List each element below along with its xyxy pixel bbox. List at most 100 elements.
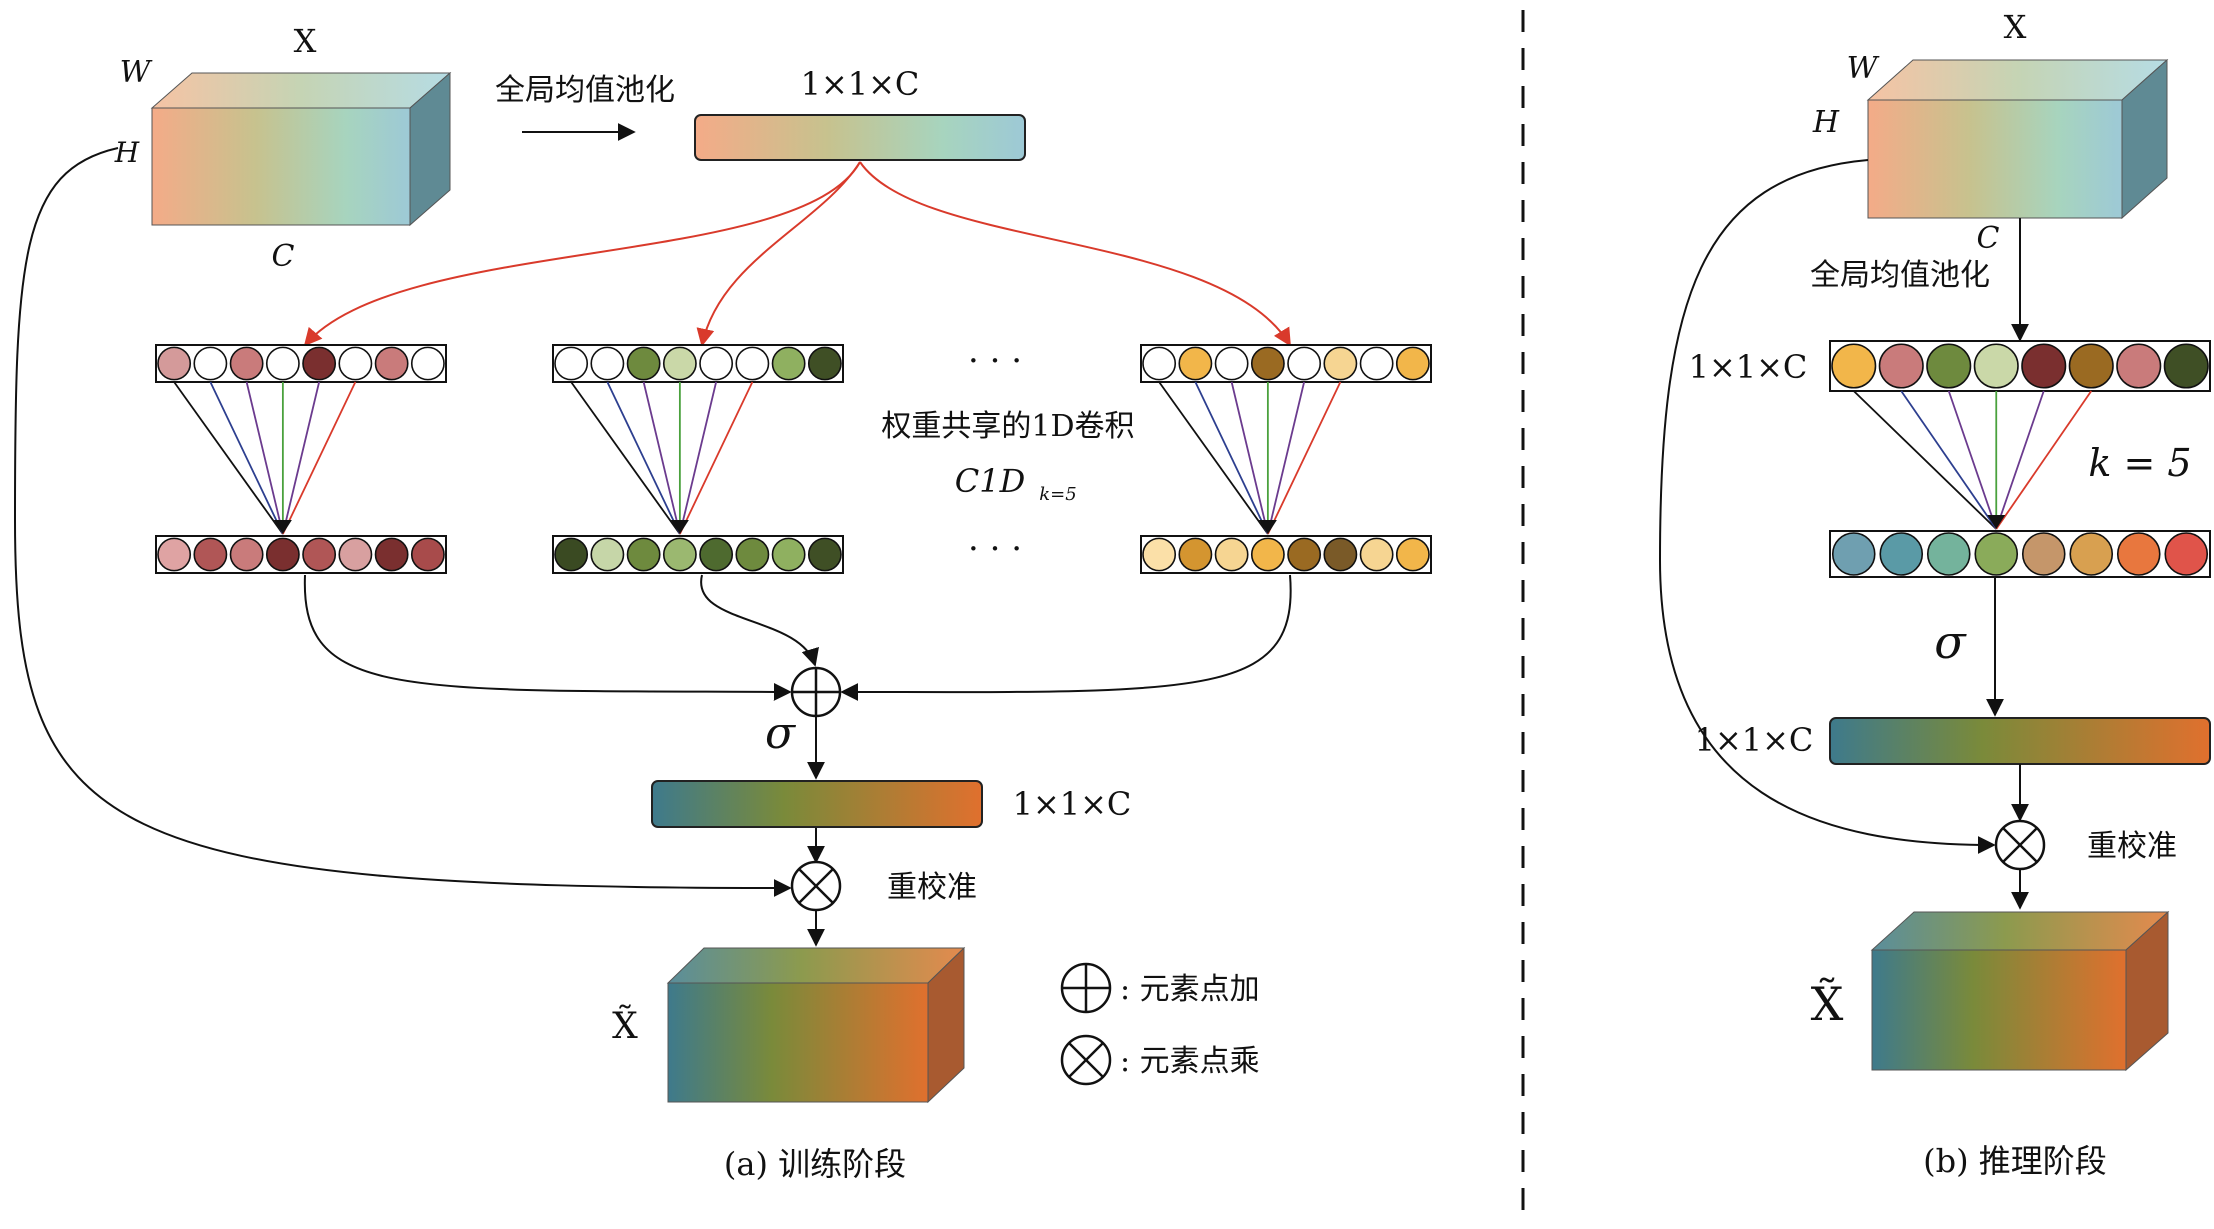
channel-cell (554, 537, 589, 572)
channel-cell (374, 537, 409, 572)
channel-cell (1142, 346, 1177, 381)
channel-weights (651, 780, 983, 828)
inf-dim-h: H (1812, 105, 1840, 140)
channel-cell (2069, 532, 2114, 576)
output-row-2 (552, 535, 844, 574)
weights-label: 1×1×C (1013, 785, 1132, 823)
legend: : 元素点加 : 元素点乘 (1060, 962, 1260, 1086)
channel-cell (662, 537, 697, 572)
channel-cell (338, 346, 373, 381)
channel-cell (2021, 532, 2066, 576)
recalib-label: 重校准 (887, 870, 977, 905)
channel-cell (771, 346, 806, 381)
channel-cell (265, 537, 300, 572)
channel-cell (1973, 343, 2019, 389)
inference-panel: X W H C 全局均值池化 1×1×C k = 5 σ 1×1×C 重校准 X… (1658, 8, 2211, 1180)
channel-cell (1395, 346, 1430, 381)
inf-sigma: σ (1934, 615, 1967, 669)
channel-cell (2021, 343, 2067, 389)
channel-cell (2116, 343, 2162, 389)
output-row-1 (155, 535, 447, 574)
legend-mul-label: : 元素点乘 (1120, 1044, 1260, 1079)
dots-top: · · · (968, 341, 1022, 381)
inf-k-label: k = 5 (2088, 441, 2191, 485)
inf-recalib-label: 重校准 (2087, 829, 2177, 864)
inf-input-row (1829, 340, 2211, 392)
inf-conv-fan (1853, 390, 2092, 530)
channel-cell (1878, 343, 1924, 389)
channel-cell (193, 346, 228, 381)
channel-cell (1323, 346, 1358, 381)
pool-label: 全局均值池化 (495, 73, 675, 108)
channel-cell (265, 346, 300, 381)
channel-cell (1395, 537, 1430, 572)
channel-cell (699, 346, 734, 381)
add-operator (790, 666, 842, 718)
channel-cell (2163, 343, 2209, 389)
channel-cell (807, 537, 842, 572)
channel-cell (1178, 537, 1213, 572)
channel-cell (229, 537, 264, 572)
channel-cell (1214, 537, 1249, 572)
caption-a: (a) 训练阶段 (724, 1145, 906, 1183)
channel-cell (626, 346, 661, 381)
channel-cell (410, 346, 445, 381)
channel-cell (1250, 346, 1285, 381)
channel-cell (1359, 346, 1394, 381)
channel-cell (1974, 532, 2019, 576)
channel-cell (1879, 532, 1924, 576)
inf-multiply-operator (1994, 819, 2046, 871)
channel-cell (1178, 346, 1213, 381)
conv-rows (155, 344, 1432, 574)
dim-h-label: H (114, 136, 140, 169)
channel-cell (1926, 343, 1972, 389)
channel-cell (302, 537, 337, 572)
channel-cell (229, 346, 264, 381)
conv-fan-3 (1158, 381, 1342, 535)
sigma-label: σ (765, 708, 797, 759)
channel-cell (193, 537, 228, 572)
legend-add-icon (1060, 962, 1112, 1014)
channel-cell (1323, 537, 1358, 572)
conv-sub-main: C1D (955, 462, 1026, 500)
channel-cell (2116, 532, 2161, 576)
conv-fans (173, 381, 1342, 535)
inf-fan (1853, 390, 2092, 530)
multiply-operator (790, 860, 842, 912)
legend-mul-icon (1060, 1034, 1112, 1086)
channel-cell (302, 346, 337, 381)
inf-output-cube (1870, 910, 2170, 1072)
output-row-3 (1140, 535, 1432, 574)
channel-cell (771, 537, 806, 572)
inf-dim-w: W (1847, 51, 1880, 86)
channel-cell (157, 346, 192, 381)
share-arrows (303, 161, 1291, 347)
inf-dim-c: C (1977, 221, 2000, 256)
input-row-1 (155, 344, 447, 383)
pooled-vector (694, 114, 1026, 161)
input-row-3 (1140, 344, 1432, 383)
caption-b: (b) 推理阶段 (1923, 1142, 2107, 1180)
inf-output-row (1829, 530, 2211, 578)
channel-cell (554, 346, 589, 381)
conv-fan-2 (570, 381, 754, 535)
channel-cell (1831, 532, 1876, 576)
conv-sub-k: k=5 (1039, 484, 1076, 505)
inf-pool-label: 全局均值池化 (1810, 258, 1990, 293)
inf-input-cube (1866, 58, 2169, 220)
channel-cell (735, 537, 770, 572)
dots-bottom: · · · (968, 529, 1022, 569)
channel-cell (626, 537, 661, 572)
channel-cell (590, 537, 625, 572)
channel-cell (338, 537, 373, 572)
channel-cell (1287, 346, 1322, 381)
pooled-label: 1×1×C (801, 65, 920, 103)
legend-add-label: : 元素点加 (1120, 972, 1260, 1007)
inf-channel-weights (1829, 717, 2211, 765)
channel-cell (735, 346, 770, 381)
channel-cell (2068, 343, 2114, 389)
dim-w-label: W (120, 55, 153, 90)
channel-cell (662, 346, 697, 381)
channel-cell (699, 537, 734, 572)
